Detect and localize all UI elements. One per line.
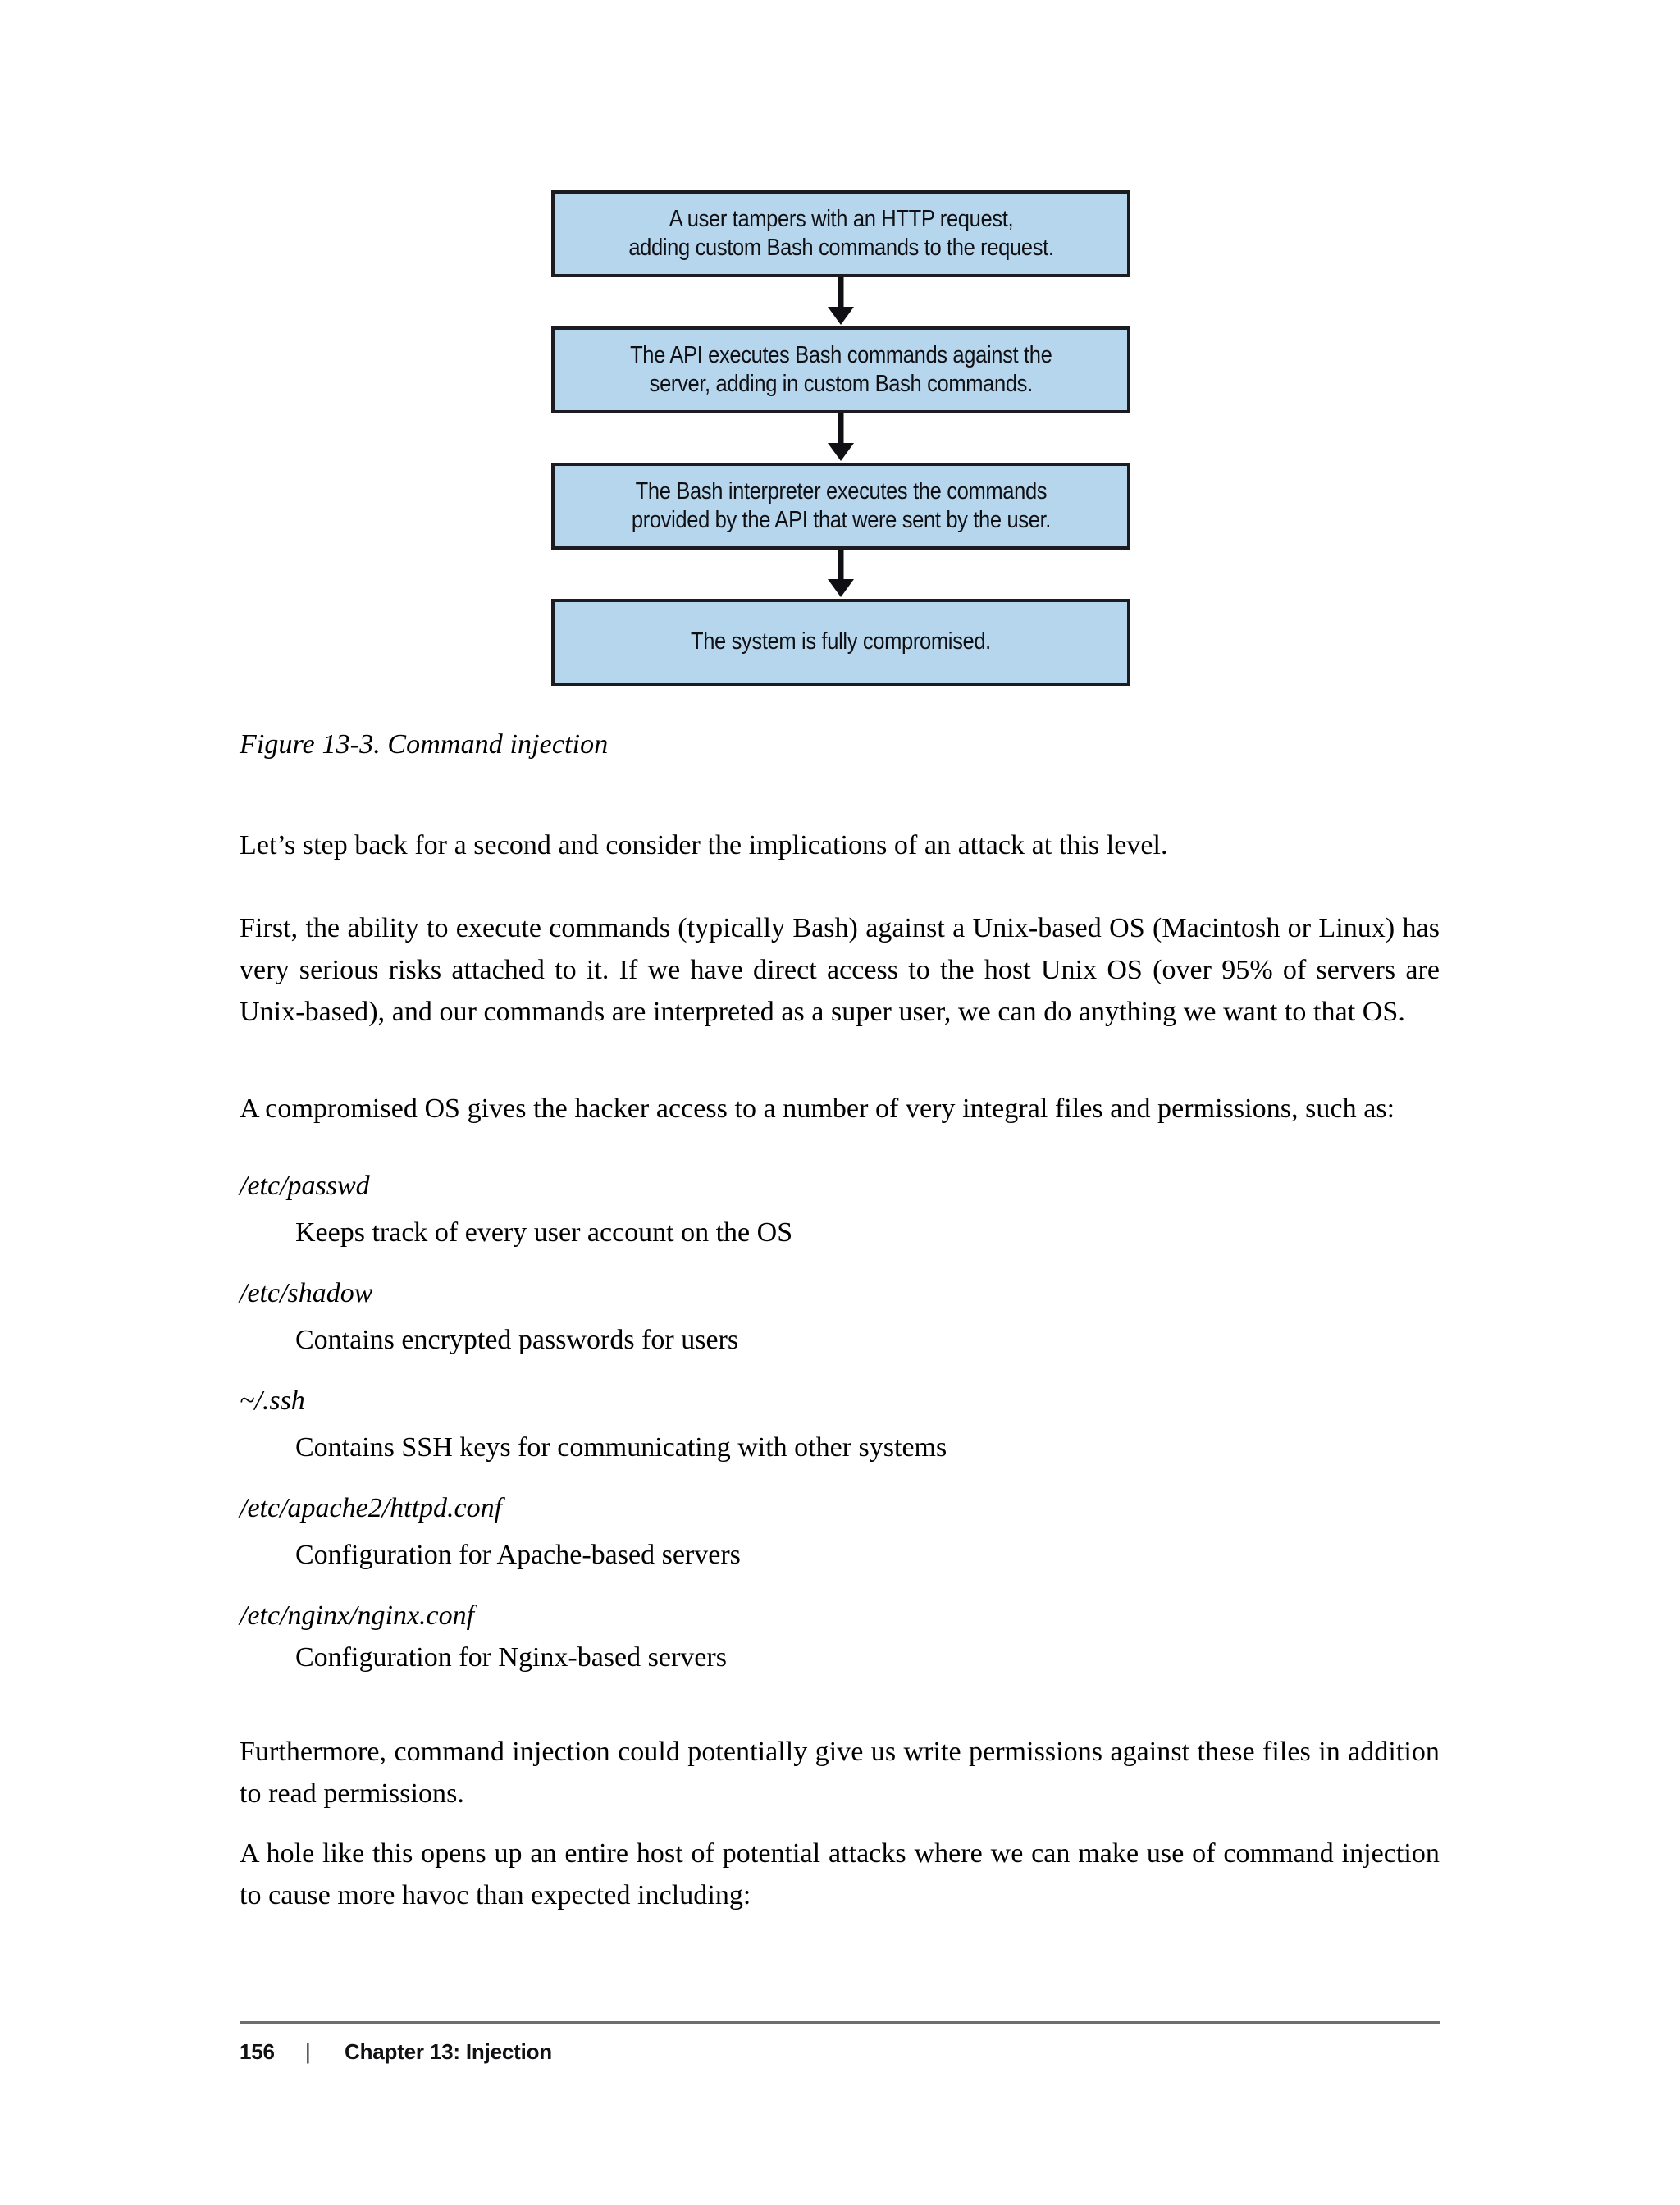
paragraph-more-havoc: A hole like this opens up an entire host… <box>240 1838 1440 1911</box>
flow-arrow-1 <box>551 277 1130 326</box>
paragraph-integral-files: A compromised OS gives the hacker access… <box>240 1093 1395 1124</box>
footer-page-number: 156 <box>240 2039 275 2064</box>
paragraph-write-permissions: Furthermore, command injection could pot… <box>240 1737 1440 1809</box>
figure-command-injection-flowchart: A user tampers with an HTTP request, add… <box>551 190 1130 686</box>
flow-arrow-3 <box>551 550 1130 599</box>
paragraph-unix-risks: First, the ability to execute commands (… <box>240 913 1440 1027</box>
definition-term-etc-passwd: /etc/passwd <box>240 1171 370 1201</box>
footer-divider <box>240 2021 1440 2024</box>
flow-arrow-2 <box>551 413 1130 463</box>
definition-desc-etc-shadow: Contains encrypted passwords for users <box>295 1325 739 1355</box>
flow-step-1-label: A user tampers with an HTTP request, add… <box>628 205 1054 261</box>
flow-step-4-label: The system is fully compromised. <box>691 628 991 655</box>
definition-term-ssh: ~/.ssh <box>240 1386 305 1416</box>
definition-desc-httpd-conf: Configuration for Apache-based servers <box>295 1540 741 1570</box>
flow-step-3-label: The Bash interpreter executes the comman… <box>631 477 1051 533</box>
figure-caption: Figure 13-3. Command injection <box>240 729 609 760</box>
flow-step-1: A user tampers with an HTTP request, add… <box>551 190 1130 277</box>
flow-step-2: The API executes Bash commands against t… <box>551 326 1130 413</box>
flow-step-2-label: The API executes Bash commands against t… <box>629 341 1052 397</box>
footer-chapter-title: Chapter 13: Injection <box>345 2039 552 2064</box>
paragraph-implications: Let’s step back for a second and conside… <box>240 830 1168 861</box>
definition-desc-etc-passwd: Keeps track of every user account on the… <box>295 1217 793 1248</box>
flow-step-3: The Bash interpreter executes the comman… <box>551 463 1130 550</box>
definition-desc-nginx-conf: Configuration for Nginx-based servers <box>295 1642 727 1673</box>
footer-separator: | <box>305 2039 311 2064</box>
flow-step-4: The system is fully compromised. <box>551 599 1130 686</box>
definition-term-httpd-conf: /etc/apache2/httpd.conf <box>240 1493 503 1523</box>
definition-term-etc-shadow: /etc/shadow <box>240 1278 373 1308</box>
page-footer: 156 | Chapter 13: Injection <box>240 2039 552 2065</box>
definition-desc-ssh: Contains SSH keys for communicating with… <box>295 1432 947 1463</box>
definition-term-nginx-conf: /etc/nginx/nginx.conf <box>240 1600 475 1631</box>
